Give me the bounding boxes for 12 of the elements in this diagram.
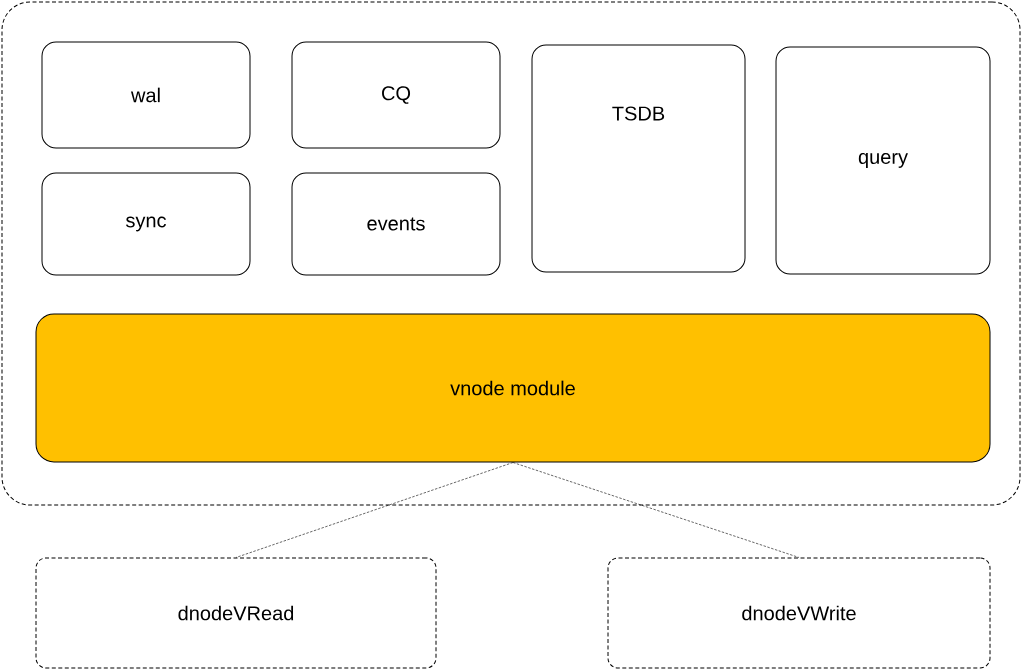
- vnode-module-bar: vnode module: [35, 313, 991, 463]
- dnode-box: dnodeVWrite: [607, 557, 991, 669]
- module-box: CQ: [291, 41, 501, 149]
- module-box: events: [291, 172, 501, 276]
- module-box: wal: [41, 41, 251, 149]
- dnode-box: dnodeVRead: [35, 557, 437, 669]
- module-box: query: [775, 46, 991, 275]
- module-box: sync: [41, 172, 251, 276]
- container-frame: [1, 1, 1021, 506]
- connector-line: [512, 462, 800, 558]
- connector-line: [235, 462, 514, 558]
- module-box: TSDB: [531, 44, 746, 273]
